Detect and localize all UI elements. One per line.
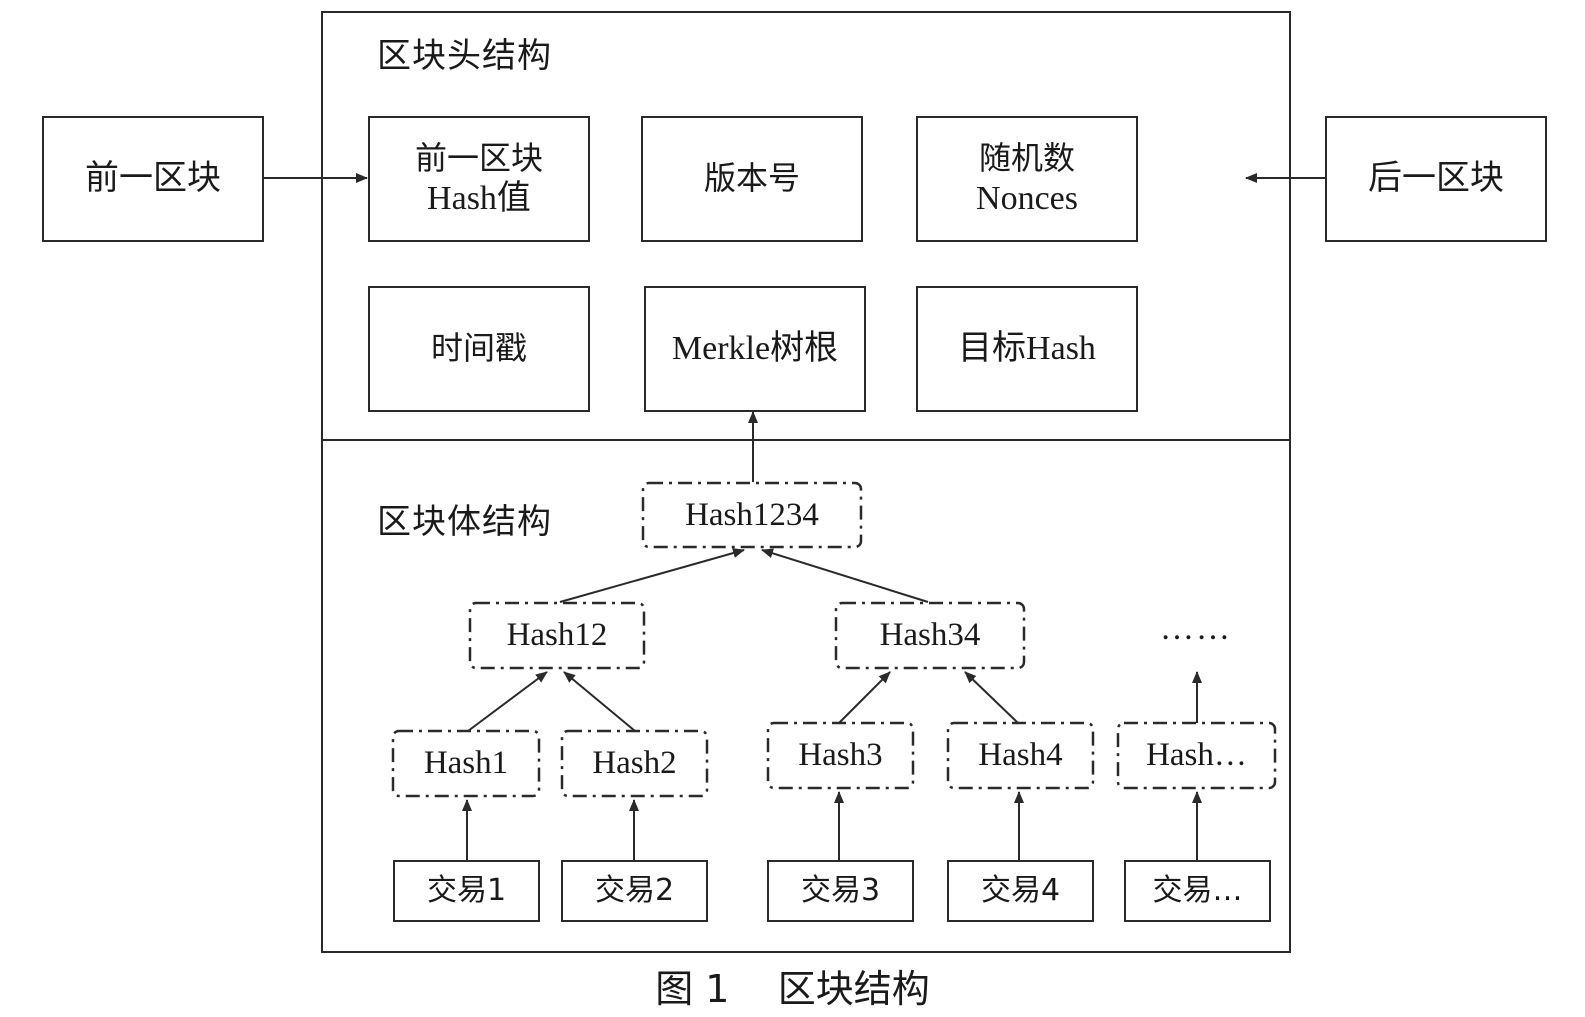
- version-label: 版本号: [703, 159, 800, 198]
- transaction-4: 交易4: [947, 860, 1094, 922]
- hash12-to-root-arrow: [559, 548, 745, 603]
- hash2-node: Hash2: [592, 745, 677, 781]
- figure-caption: 图 1 区块结构: [655, 967, 930, 1011]
- version-field: 版本号: [641, 116, 863, 242]
- transaction-3: 交易3: [767, 860, 914, 922]
- prev-block: 前一区块: [42, 116, 264, 242]
- hash4-outline: [946, 721, 1095, 790]
- block-frame: [321, 11, 1291, 953]
- hash34-outline: [834, 601, 1026, 670]
- transaction-3-label: 交易3: [800, 872, 881, 908]
- nonce-line1: 随机数: [978, 138, 1075, 177]
- next-block-label: 后一区块: [1368, 158, 1504, 199]
- hash-more-node: Hash…: [1146, 737, 1247, 773]
- merkle-root-field: Merkle树根: [644, 286, 866, 412]
- hash1-outline: [391, 729, 541, 798]
- hash3-node: Hash3: [798, 737, 883, 773]
- transaction-more-label: 交易…: [1152, 872, 1243, 908]
- transaction-1: 交易1: [393, 860, 540, 922]
- hash34-node: Hash34: [879, 617, 981, 653]
- nonce-line2: Nonces: [976, 179, 1078, 217]
- transaction-2-label: 交易2: [594, 872, 675, 908]
- prev-hash-line2: Hash值: [427, 179, 531, 217]
- hash1-to-hash12-arrow: [467, 671, 548, 732]
- nonce-field: 随机数 Nonces: [916, 116, 1138, 242]
- transaction-more: 交易…: [1124, 860, 1271, 922]
- hash1234-node: Hash1234: [685, 496, 819, 533]
- hash2-outline: [560, 729, 709, 798]
- hash1234-outline: [641, 481, 863, 549]
- hash1-node: Hash1: [423, 745, 509, 781]
- hash4-node: Hash4: [978, 737, 1063, 773]
- body-section-title: 区块体结构: [377, 502, 552, 542]
- transaction-2: 交易2: [561, 860, 708, 922]
- hash3-outline: [766, 721, 915, 790]
- timestamp-field: 时间戳: [368, 286, 590, 412]
- target-hash-field: 目标Hash: [916, 286, 1138, 412]
- target-hash-label: 目标Hash: [958, 330, 1096, 368]
- header-section-title: 区块头结构: [377, 36, 552, 76]
- timestamp-label: 时间戳: [430, 329, 527, 368]
- prev-hash-line1: 前一区块: [414, 138, 543, 177]
- more-hashes-ellipsis: ……: [1160, 610, 1232, 647]
- hash-more-outline: [1116, 721, 1277, 790]
- hash12-outline: [468, 601, 646, 670]
- prev-block-label: 前一区块: [85, 158, 221, 199]
- transaction-4-label: 交易4: [980, 872, 1061, 908]
- hash12-node: Hash12: [506, 617, 608, 653]
- merkle-root-label: Merkle树根: [671, 330, 839, 368]
- hash2-to-hash12-arrow: [563, 671, 636, 732]
- transaction-1-label: 交易1: [426, 872, 507, 908]
- hash34-to-root-arrow: [761, 548, 929, 603]
- next-block: 后一区块: [1325, 116, 1547, 242]
- hash4-to-hash34-arrow: [964, 671, 1019, 724]
- prev-hash-field: 前一区块 Hash值: [368, 116, 590, 242]
- hash3-to-hash34-arrow: [838, 671, 891, 724]
